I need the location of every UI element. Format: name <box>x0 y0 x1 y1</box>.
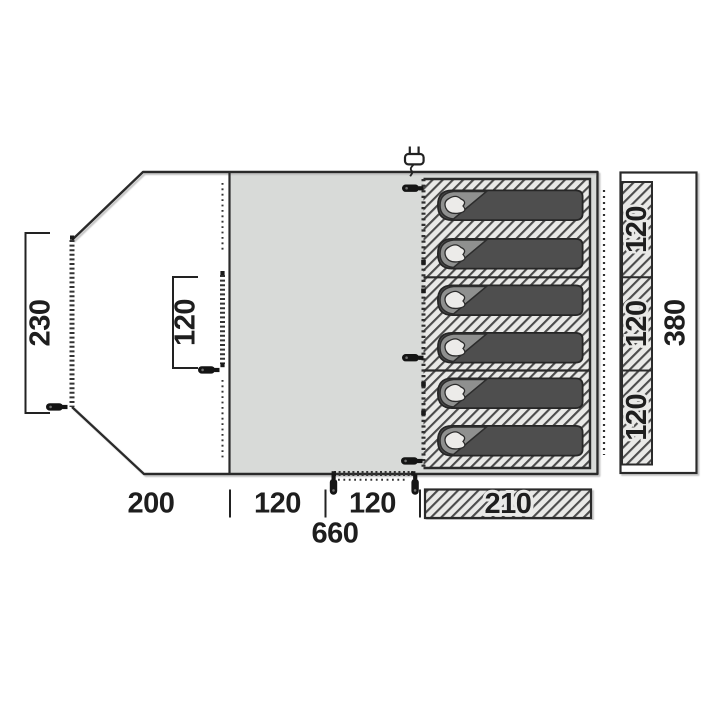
sleeping-bag <box>436 331 584 364</box>
dim-label-230: 230 <box>25 300 57 347</box>
dim-label-660: 660 <box>312 518 359 550</box>
power-plug-icon <box>403 146 425 177</box>
sleeping-compartment <box>401 177 592 470</box>
dim-label-120-door: 120 <box>170 299 202 346</box>
sleeping-area-border <box>423 177 592 470</box>
sleeping-bag <box>436 237 584 270</box>
sleeping-bag <box>436 377 584 410</box>
zipper-pull-icon <box>411 474 419 495</box>
dim-label-cabin2: 120 <box>621 300 653 347</box>
dim-label-200: 200 <box>128 488 175 520</box>
dim-label-380: 380 <box>660 299 692 346</box>
dim-label-120a: 120 <box>254 488 301 520</box>
zipper-pull-icon <box>329 474 338 495</box>
dim-porch-depth: 230 <box>24 232 57 414</box>
bottom-dims <box>71 488 598 549</box>
side-panel-cabin-strip <box>621 181 653 466</box>
side-panel: 120 120 120 380 <box>619 171 698 475</box>
dim-label-cabin3: 120 <box>621 394 653 441</box>
entrance-door-zipper <box>329 471 419 495</box>
sleeping-bag <box>436 189 584 222</box>
tent-plan <box>46 146 599 495</box>
dim-label-120b: 120 <box>349 488 396 520</box>
front-door-zipper <box>46 235 75 411</box>
sleeping-mat-area <box>423 179 590 468</box>
dim-label-cabin1: 120 <box>621 206 653 253</box>
bottom-dim-labels: 200 120 120 210 660 <box>128 485 535 550</box>
sleeping-bag <box>436 284 584 317</box>
dim-inner-door: 120 <box>170 276 202 369</box>
sleeping-bag <box>436 424 584 457</box>
tent-outline <box>71 170 599 476</box>
dim-label-210: 210 <box>485 488 532 520</box>
living-door-zipper <box>198 183 225 460</box>
zipper-pull-icon <box>46 403 68 411</box>
dim-bedroom-width-box <box>423 488 593 520</box>
